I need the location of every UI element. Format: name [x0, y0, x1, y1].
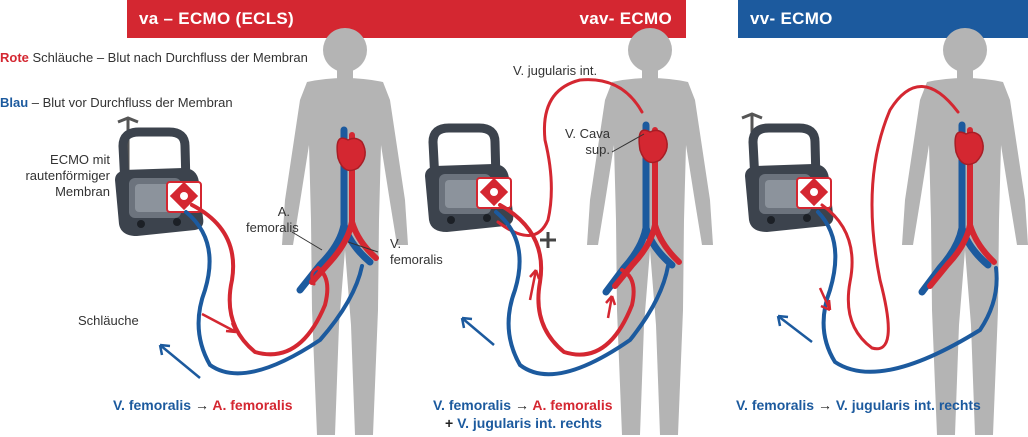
caption-va-from: V. femoralis [113, 397, 192, 413]
label-schlauche: Schläuche [78, 313, 139, 328]
label-ecmo-device: ECMO mit rautenförmiger Membran [25, 152, 110, 200]
legend-blue-text: – Blut vor Durchfluss der Membran [28, 95, 233, 110]
header-banner-blue: vv- ECMO [738, 0, 1028, 38]
caption-vv: V. femoralis → V. jugularis int. rechts [736, 396, 981, 414]
label-v-cava-line2: sup. [585, 142, 610, 157]
label-ecmo-line1: ECMO mit [50, 152, 110, 167]
caption-vv-arrow: → [817, 397, 832, 413]
caption-va-to: A. femoralis [212, 397, 293, 413]
caption-vav-arrow: → [514, 397, 529, 413]
label-a-femoralis-line1: A. [277, 204, 290, 219]
label-v-jugularis: V. jugularis int. [513, 63, 598, 78]
label-v-femoralis: V. femoralis [390, 236, 443, 268]
label-v-femoralis-line1: V. [390, 236, 402, 251]
legend-blue-keyword: Blau [0, 95, 29, 110]
label-ecmo-line3: Membran [55, 184, 110, 199]
caption-vav: V. femoralis → A. femoralis + V. jugular… [433, 396, 613, 432]
caption-vav-to: A. femoralis [532, 397, 613, 413]
label-v-cava: V. Cava sup. [556, 126, 610, 158]
legend-red-text: Schläuche – Blut nach Durchfluss der Mem… [28, 50, 308, 65]
caption-vav-plus: + [445, 415, 454, 431]
legend-red: Rote Schläuche – Blut nach Durchfluss de… [0, 50, 310, 66]
caption-va: V. femoralis → A. femoralis [113, 396, 293, 414]
label-ecmo-line2: rautenförmiger [25, 168, 110, 183]
caption-vav-from: V. femoralis [433, 397, 512, 413]
label-v-femoralis-line2: femoralis [390, 252, 443, 267]
caption-vv-from: V. femoralis [736, 397, 815, 413]
va-ecmo-title: va – ECMO (ECLS) [139, 9, 294, 28]
caption-va-arrow: → [194, 397, 209, 413]
legend-red-keyword: Rote [0, 50, 29, 65]
label-a-femoralis-line2: femoralis [246, 220, 299, 235]
legend-blue: Blau – Blut vor Durchfluss der Membran [0, 95, 233, 111]
vv-ecmo-title: vv- ECMO [750, 9, 833, 28]
label-v-cava-line1: V. Cava [564, 126, 610, 141]
caption-vv-to: V. jugularis int. rechts [835, 397, 981, 413]
vav-ecmo-title: vav- ECMO [579, 9, 672, 28]
label-a-femoralis: A. femoralis [246, 204, 299, 236]
header-banner-red: va – ECMO (ECLS) vav- ECMO [127, 0, 686, 38]
caption-vav-extra: V. jugularis int. rechts [457, 415, 603, 431]
